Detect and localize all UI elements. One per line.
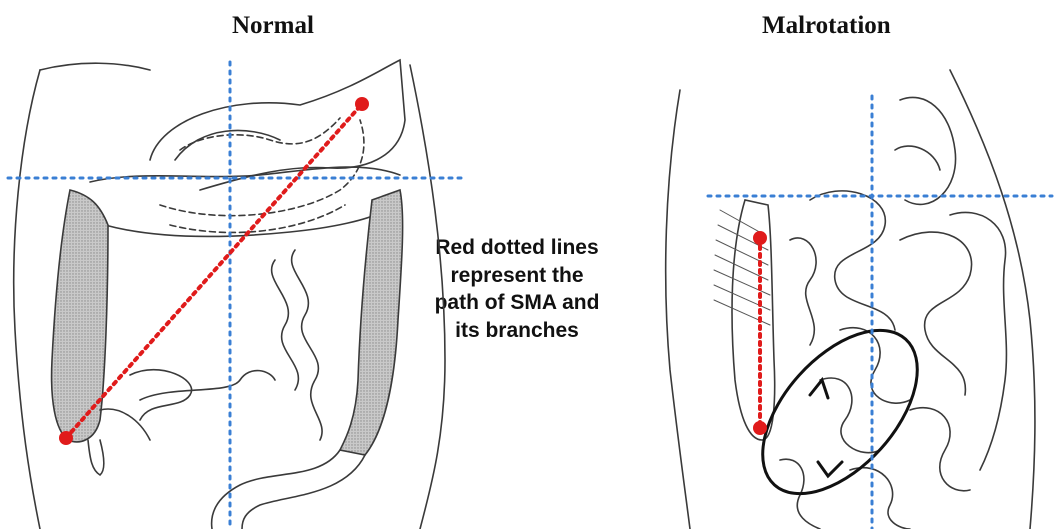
mal-stomach-inner: [895, 146, 940, 170]
mal-small-bowel-2: [790, 238, 816, 345]
stomach-outline: [150, 60, 405, 190]
mal-small-bowel-1: [810, 191, 895, 330]
mal-body-outline-left: [666, 90, 690, 529]
normal-sma-start-dot: [355, 97, 369, 111]
small-bowel-loop-3: [130, 370, 192, 420]
mal-small-bowel-4: [950, 212, 1006, 470]
liver-outline: [40, 63, 150, 70]
body-outline-right: [410, 65, 445, 529]
normal-sma-path: [66, 104, 362, 438]
small-bowel-loop-2: [272, 260, 299, 390]
normal-anatomy-illustration: [0, 0, 470, 529]
body-outline-left: [14, 70, 40, 529]
mal-sma-start-dot: [753, 231, 767, 245]
malrotation-illustration: [650, 0, 1054, 529]
ascending-colon: [52, 190, 108, 442]
appendix: [88, 440, 104, 475]
descending-colon: [340, 190, 403, 455]
small-bowel-loop-4: [140, 371, 275, 400]
small-bowel-loop-1: [292, 250, 323, 440]
mal-small-bowel-7: [910, 408, 970, 491]
terminal-ileum: [100, 409, 150, 440]
mal-small-bowel-8: [850, 468, 910, 529]
sigmoid-colon-2: [242, 455, 365, 529]
mal-sma-end-dot: [753, 421, 767, 435]
duodenum-dashed: [180, 118, 340, 150]
volvulus-twist-loop: [734, 302, 947, 521]
mal-small-bowel-3: [900, 232, 972, 395]
mal-body-outline-right: [950, 70, 1035, 529]
volvulus-arrow-head-2: [818, 462, 842, 476]
transverse-colon-top: [90, 167, 400, 182]
mal-stomach-outline: [900, 97, 956, 204]
volvulus-arrow-head-1: [810, 380, 828, 398]
normal-sma-end-dot: [59, 431, 73, 445]
